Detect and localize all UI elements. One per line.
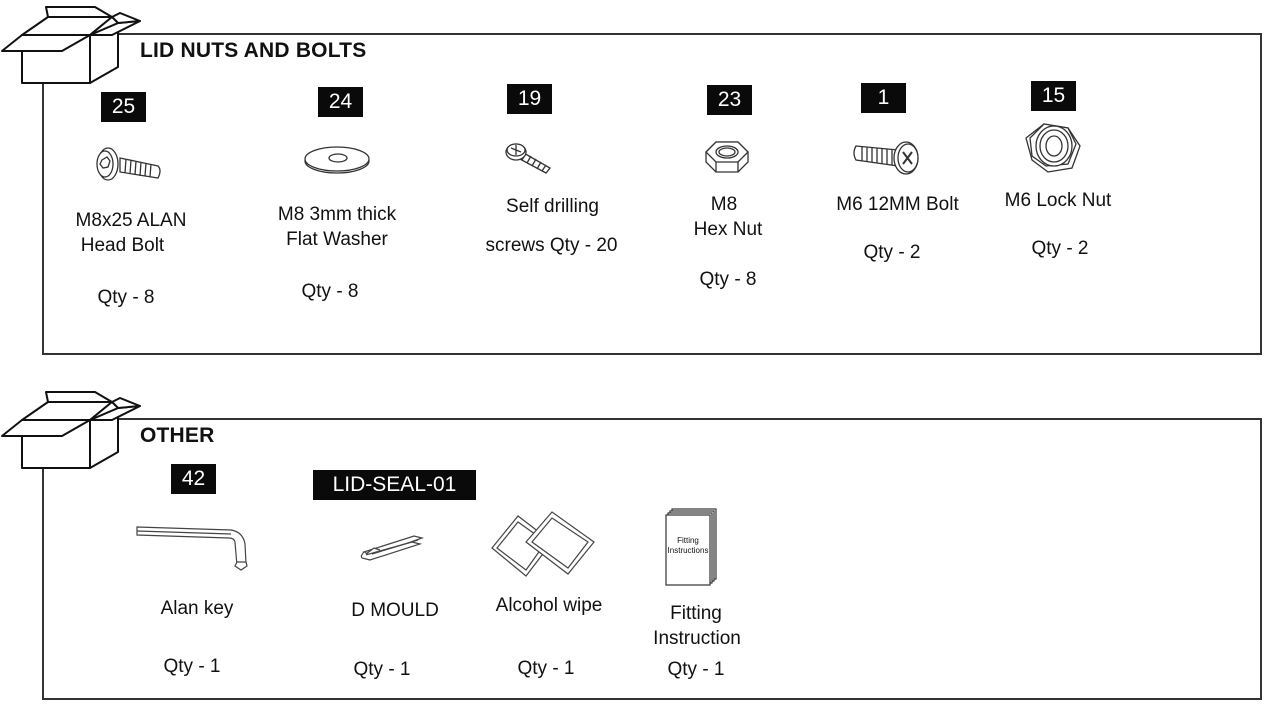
part-label-line: Hex Nut bbox=[693, 219, 763, 240]
part-code-badge: 19 bbox=[507, 84, 552, 114]
part-code-badge: LID-SEAL-01 bbox=[313, 470, 476, 500]
part-code-badge: 24 bbox=[318, 87, 363, 117]
part-code-badge: 25 bbox=[101, 92, 146, 122]
part-qty: Qty - 2 bbox=[863, 242, 921, 263]
part-label-line: Head Bolt bbox=[80, 235, 165, 256]
part-qty: Qty - 8 bbox=[301, 281, 359, 302]
lock-nut-icon bbox=[1025, 123, 1081, 173]
part-qty: Qty - 1 bbox=[667, 659, 725, 680]
part-label-line: Alan key bbox=[160, 598, 234, 619]
self-drilling-screw-icon bbox=[505, 143, 551, 174]
part-qty: screws Qty - 20 bbox=[485, 235, 618, 256]
section-frame-other bbox=[42, 418, 1262, 700]
part-code-badge: 15 bbox=[1031, 81, 1076, 111]
part-qty: Qty - 1 bbox=[517, 658, 575, 679]
section-frame-lid-nuts-and-bolts bbox=[42, 33, 1262, 355]
d-mould-seal-icon bbox=[360, 535, 425, 561]
part-code-badge: 23 bbox=[707, 85, 752, 115]
part-label-line: M8x25 ALAN bbox=[75, 210, 187, 231]
part-label-line: M8 3mm thick bbox=[277, 204, 397, 225]
phillips-bolt-icon bbox=[853, 141, 919, 175]
part-label-line: Instruction bbox=[653, 628, 741, 649]
allen-key-icon bbox=[136, 526, 248, 571]
part-code-badge: 1 bbox=[861, 83, 906, 113]
part-label-line: D MOULD bbox=[351, 600, 439, 621]
part-label-line: Self drilling bbox=[506, 196, 599, 217]
part-qty: Qty - 2 bbox=[1031, 238, 1089, 259]
open-box-icon bbox=[1, 6, 141, 84]
part-qty: Qty - 8 bbox=[97, 287, 155, 308]
instruction-booklet-icon bbox=[665, 508, 717, 586]
part-code-badge: 42 bbox=[171, 464, 216, 494]
booklet-cover-line: Instructions bbox=[667, 546, 709, 555]
hex-nut-icon bbox=[705, 141, 749, 173]
section-title: LID NUTS AND BOLTS bbox=[140, 39, 367, 62]
part-label-line: M8 bbox=[710, 194, 738, 215]
part-qty: Qty - 8 bbox=[699, 269, 757, 290]
part-label-line: M6 12MM Bolt bbox=[836, 194, 959, 215]
part-qty: Qty - 1 bbox=[353, 659, 411, 680]
part-label-line: Fitting bbox=[670, 603, 722, 624]
hex-head-bolt-icon bbox=[96, 147, 161, 181]
part-label-line: Alcohol wipe bbox=[495, 595, 603, 616]
booklet-cover-line: Fitting bbox=[677, 536, 699, 545]
booklet-cover-text: Fitting Instructions bbox=[666, 536, 710, 556]
part-label-line: M6 Lock Nut bbox=[1004, 190, 1112, 211]
section-title: OTHER bbox=[140, 424, 215, 447]
open-box-icon bbox=[1, 391, 141, 469]
flat-washer-icon bbox=[304, 146, 370, 174]
part-label-line: Flat Washer bbox=[286, 229, 388, 250]
alcohol-wipe-icon bbox=[491, 511, 595, 577]
part-qty: Qty - 1 bbox=[163, 656, 221, 677]
